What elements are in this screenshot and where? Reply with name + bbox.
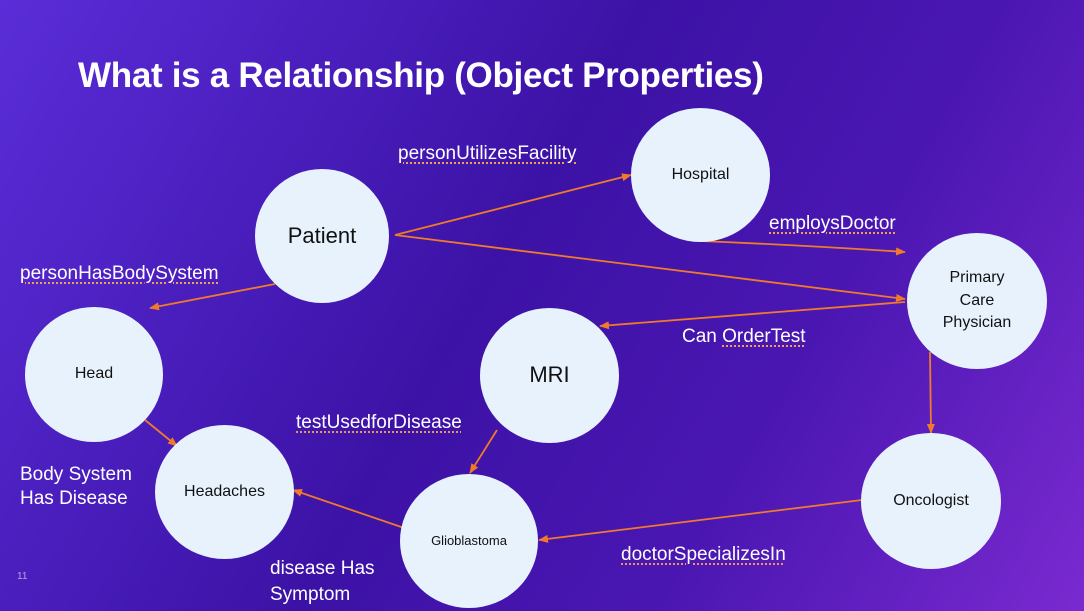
label-doctor-specializes-in: doctorSpecializesIn bbox=[621, 544, 786, 565]
node-primary-care-physician-label: Primary Care Physician bbox=[942, 269, 1012, 332]
edge-oncologist-glioblastoma bbox=[538, 499, 863, 543]
label-employs-doctor: employsDoctor bbox=[769, 213, 896, 234]
node-oncologist: Oncologist bbox=[861, 433, 1001, 569]
node-head: Head bbox=[25, 307, 163, 442]
node-oncologist-label: Oncologist bbox=[893, 491, 969, 509]
node-hospital: Hospital bbox=[631, 108, 770, 242]
node-head-label: Head bbox=[74, 365, 114, 383]
node-patient-label: Patient bbox=[287, 222, 357, 248]
node-mri: MRI bbox=[480, 308, 619, 443]
label-can-order-test: Can OrderTest bbox=[682, 326, 806, 348]
label-order-test: OrderTest bbox=[722, 326, 806, 347]
label-person-utilizes-facility: personUtilizesFacility bbox=[398, 143, 577, 164]
edge-hospital-primary-care bbox=[699, 240, 906, 256]
node-headaches: Headaches bbox=[155, 425, 294, 559]
node-glioblastoma-label: Glioblastoma bbox=[431, 532, 507, 548]
edge-patient-head bbox=[149, 283, 276, 311]
node-mri-label: MRI bbox=[529, 362, 570, 388]
label-body-system-line2: Has Disease bbox=[20, 488, 128, 509]
label-disease-symptom-line2: Symptom bbox=[270, 584, 351, 605]
label-body-system-line1: Body System bbox=[20, 464, 132, 485]
label-disease-has-symptom: disease Has Symptom bbox=[270, 556, 375, 608]
node-headaches-label: Headaches bbox=[184, 482, 265, 500]
label-person-has-body-system: personHasBodySystem bbox=[20, 263, 219, 284]
edge-primary-care-oncologist bbox=[926, 351, 935, 434]
edge-mri-glioblastoma bbox=[469, 429, 498, 474]
edge-primary-care-mri bbox=[599, 301, 906, 330]
edge-head-headaches bbox=[144, 419, 178, 447]
edge-glioblastoma-headaches bbox=[292, 489, 408, 530]
node-primary-care-physician: Primary Care Physician bbox=[907, 233, 1047, 369]
node-glioblastoma: Glioblastoma bbox=[400, 474, 538, 608]
node-hospital-label: Hospital bbox=[671, 165, 730, 183]
label-disease-symptom-line1: disease Has bbox=[270, 558, 375, 579]
label-test-used-for-disease: testUsedforDisease bbox=[296, 412, 462, 433]
label-body-system-has-disease: Body System Has Disease bbox=[20, 463, 132, 511]
edge-patient-hospital bbox=[394, 173, 632, 236]
node-patient: Patient bbox=[255, 169, 389, 303]
label-can: Can bbox=[682, 326, 723, 347]
slide-title: What is a Relationship (Object Propertie… bbox=[78, 56, 764, 95]
edge-patient-primary-care bbox=[394, 234, 906, 302]
slide-number: 11 bbox=[17, 571, 28, 582]
